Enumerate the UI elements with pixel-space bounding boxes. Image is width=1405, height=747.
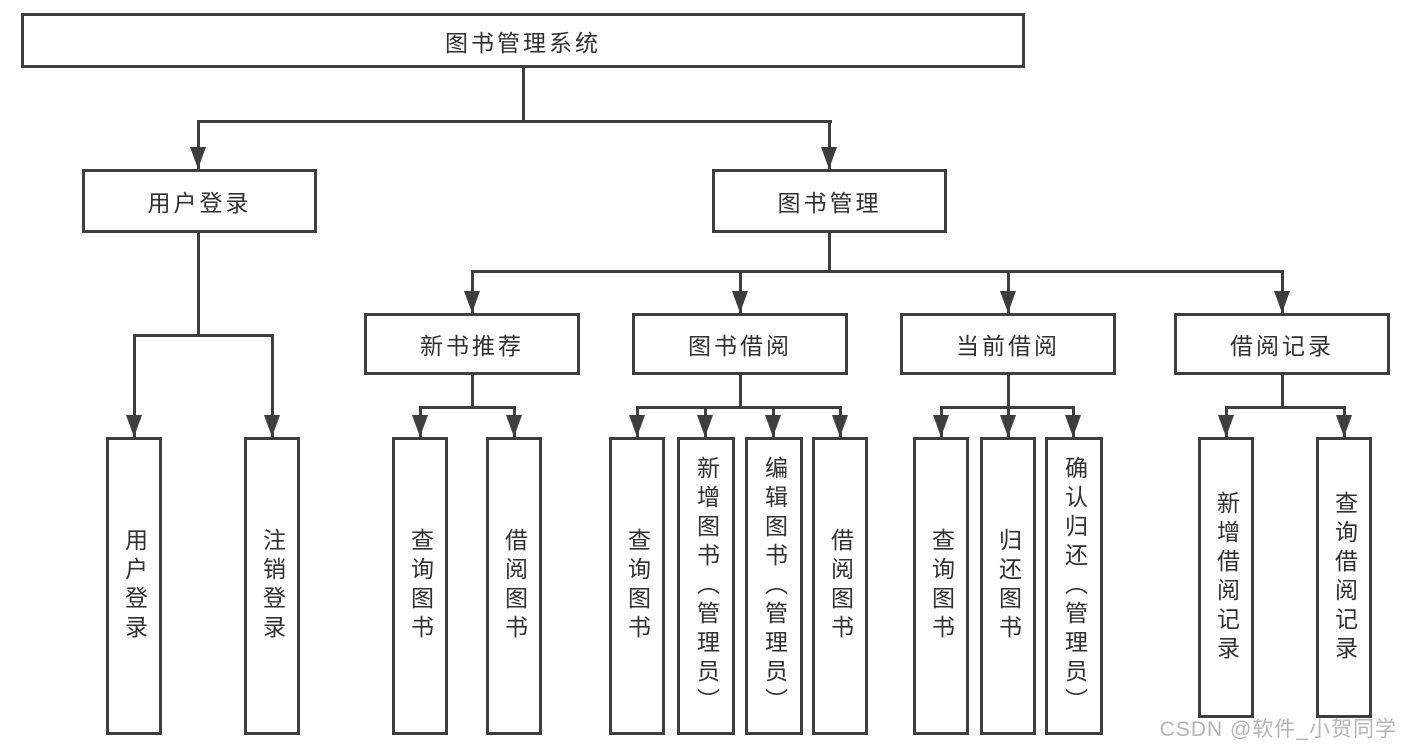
connector — [739, 375, 742, 409]
arrowhead-down — [412, 415, 428, 437]
connector — [419, 406, 516, 409]
arrowhead-down — [1000, 415, 1016, 437]
arrowhead-down — [697, 415, 713, 437]
leaf-logout: 注销登录 — [244, 437, 300, 735]
connector — [133, 334, 136, 437]
arrowhead-down — [732, 291, 748, 313]
leaf-recommend-query-books-label: 查询图书 — [407, 528, 434, 644]
connector — [471, 270, 1284, 273]
connector — [828, 233, 831, 273]
leaf-recommend-query-books: 查询图书 — [392, 437, 448, 735]
leaf-records-add-record-label: 新增借阅记录 — [1213, 490, 1240, 665]
arrowhead-down — [1065, 415, 1081, 437]
node-user-login: 用户登录 — [82, 169, 317, 233]
arrowhead-down — [821, 147, 837, 169]
connector — [1007, 375, 1010, 409]
arrowhead-down — [1336, 415, 1352, 437]
leaf-borrow-add-books-admin: 新增图书（管理员） — [677, 437, 735, 735]
connector — [471, 375, 474, 409]
leaf-logout-label: 注销登录 — [259, 528, 286, 644]
leaf-borrow-edit-books-admin: 编辑图书（管理员） — [745, 437, 803, 735]
arrowhead-down — [264, 415, 280, 437]
node-current-borrow-label: 当前借阅 — [956, 333, 1060, 359]
leaf-recommend-borrow-books-label: 借阅图书 — [501, 528, 528, 644]
leaf-current-query-books: 查询图书 — [913, 437, 969, 735]
leaf-user-login: 用户登录 — [106, 437, 162, 735]
connector — [271, 334, 274, 437]
connector — [1281, 375, 1284, 409]
connector — [197, 120, 200, 169]
arrowhead-down — [1218, 415, 1234, 437]
leaf-recommend-borrow-books: 借阅图书 — [486, 437, 542, 735]
arrowhead-down — [832, 415, 848, 437]
leaf-borrow-query-books: 查询图书 — [609, 437, 665, 735]
arrowhead-down — [190, 147, 206, 169]
arrowhead-down — [126, 415, 142, 437]
leaf-borrow-query-books-label: 查询图书 — [624, 528, 651, 644]
node-book-borrow-label: 图书借阅 — [688, 333, 792, 359]
node-book-management: 图书管理 — [712, 169, 947, 233]
leaf-current-return-books: 归还图书 — [980, 437, 1036, 735]
node-book-management-label: 图书管理 — [777, 190, 882, 216]
node-book-borrow: 图书借阅 — [632, 313, 848, 375]
connector — [636, 406, 842, 409]
leaf-records-query-record: 查询借阅记录 — [1316, 437, 1372, 718]
arrowhead-down — [464, 291, 480, 313]
node-root-label: 图书管理系统 — [445, 29, 601, 56]
leaf-current-return-books-label: 归还图书 — [995, 528, 1022, 644]
node-new-book-recommend-label: 新书推荐 — [420, 333, 524, 359]
leaf-records-add-record: 新增借阅记录 — [1198, 437, 1254, 718]
arrowhead-down — [629, 415, 645, 437]
leaf-borrow-borrow-books: 借阅图书 — [812, 437, 868, 735]
leaf-borrow-borrow-books-label: 借阅图书 — [827, 528, 854, 644]
node-borrow-records: 借阅记录 — [1174, 313, 1390, 375]
leaf-current-confirm-return-admin-label: 确认归还（管理员） — [1061, 455, 1088, 717]
connector — [522, 68, 525, 123]
connector — [197, 233, 200, 337]
leaf-borrow-edit-books-admin-label: 编辑图书（管理员） — [761, 455, 788, 717]
node-new-book-recommend: 新书推荐 — [364, 313, 580, 375]
leaf-current-confirm-return-admin: 确认归还（管理员） — [1045, 437, 1103, 735]
arrowhead-down — [933, 415, 949, 437]
leaf-records-query-record-label: 查询借阅记录 — [1331, 490, 1358, 665]
leaf-user-login-label: 用户登录 — [121, 528, 148, 644]
connector — [197, 120, 832, 123]
node-current-borrow: 当前借阅 — [900, 313, 1116, 375]
connector — [828, 120, 831, 169]
arrowhead-down — [765, 415, 781, 437]
watermark-text: CSDN @软件_小贺同学 — [1159, 718, 1397, 741]
leaf-borrow-add-books-admin-label: 新增图书（管理员） — [693, 455, 720, 717]
leaf-current-query-books-label: 查询图书 — [928, 528, 955, 644]
arrowhead-down — [506, 415, 522, 437]
node-borrow-records-label: 借阅记录 — [1230, 333, 1334, 359]
connector — [1225, 406, 1346, 409]
node-user-login-label: 用户登录 — [147, 190, 252, 216]
connector — [133, 334, 274, 337]
arrowhead-down — [1274, 291, 1290, 313]
node-root: 图书管理系统 — [21, 13, 1025, 68]
arrowhead-down — [1000, 291, 1016, 313]
